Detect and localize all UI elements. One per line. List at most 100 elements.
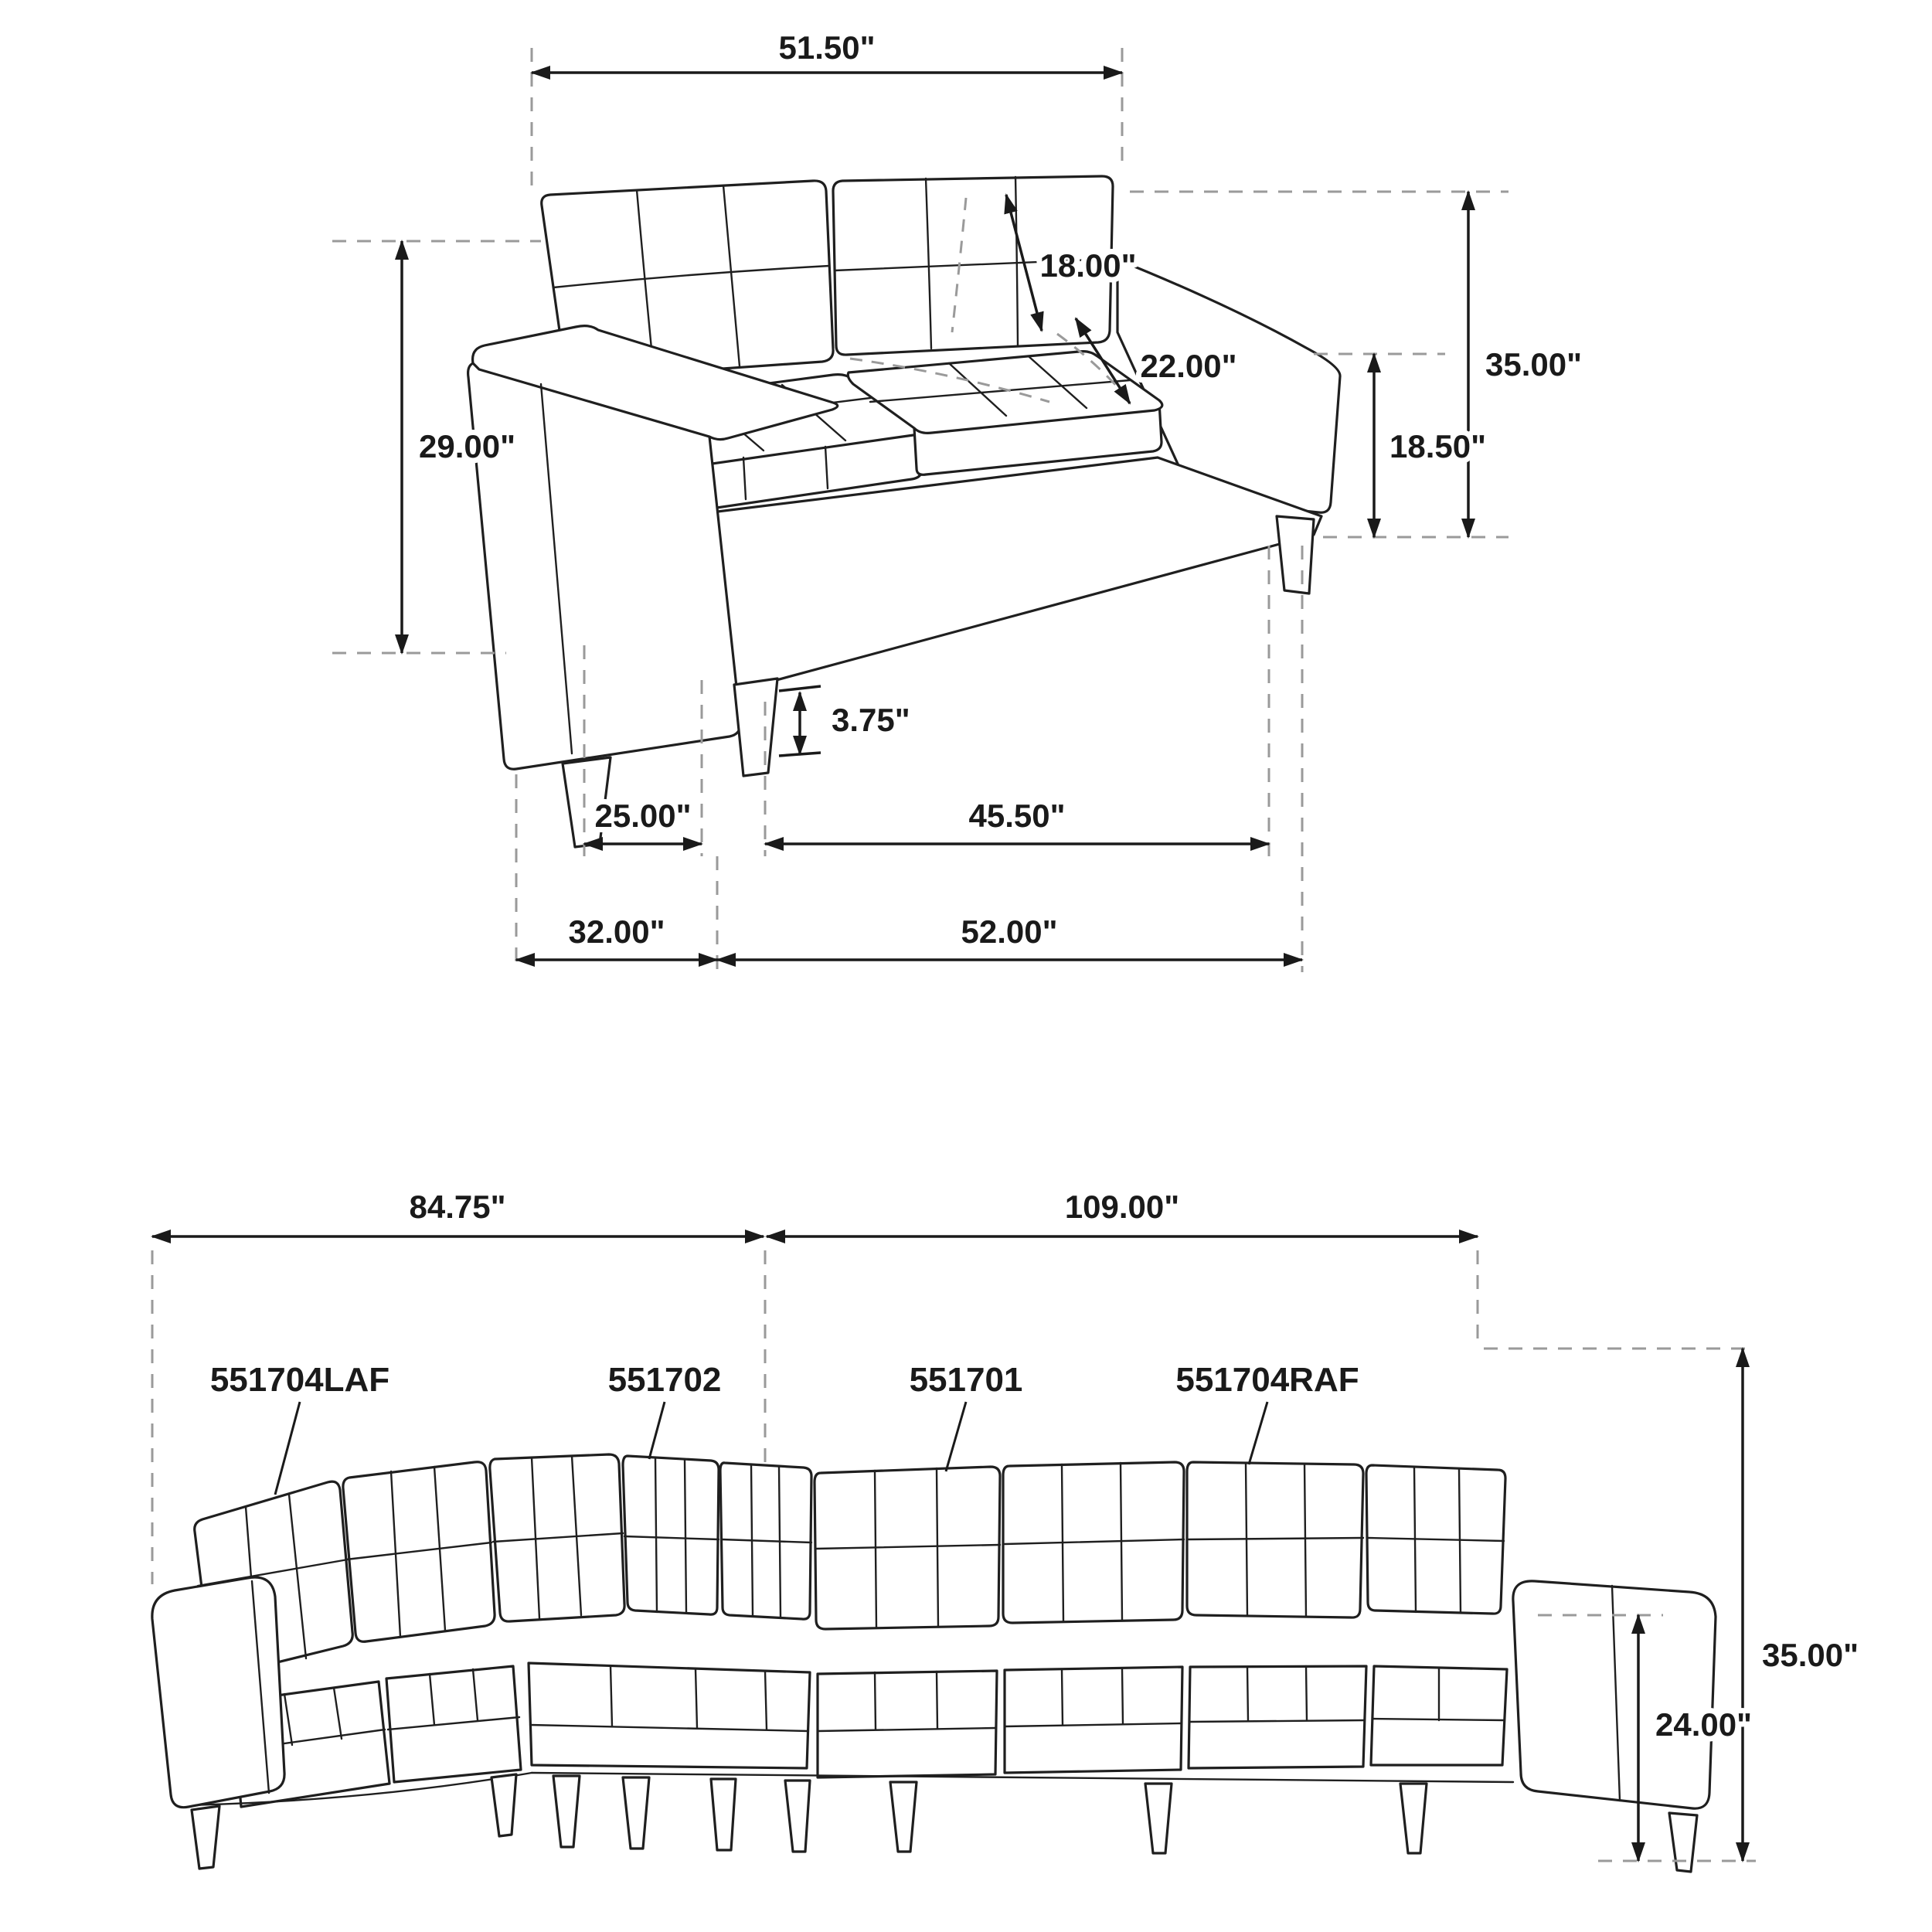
leader-line	[944, 1401, 968, 1472]
tuft-line	[471, 1668, 479, 1722]
dim-label-seat-depth: 22.00"	[1140, 348, 1236, 384]
tuft-line	[1060, 1668, 1064, 1726]
leg	[889, 1781, 918, 1853]
tuft-line	[552, 264, 831, 289]
dimension-seat-front-width: 45.50"	[764, 546, 1270, 856]
arm-edge-line	[250, 1580, 270, 1794]
leader-line	[274, 1401, 301, 1495]
leg	[190, 1804, 221, 1870]
tuft-line	[833, 257, 1112, 272]
corner-seat	[527, 1662, 811, 1770]
leg	[1275, 515, 1315, 595]
sectional-body	[151, 1453, 1717, 1873]
dim-label-arm-front: 25.00"	[594, 798, 691, 834]
dimension-arm-height: 24.00"	[1538, 1614, 1757, 1862]
dim-label-base-depth: 32.00"	[568, 913, 665, 950]
tuft-line	[720, 1538, 813, 1544]
tuft-line	[1189, 1719, 1366, 1723]
arm-top-band	[471, 325, 839, 441]
tuft-line	[764, 1669, 768, 1731]
dimension-leg-height: 3.75"	[778, 685, 916, 757]
tuft-line	[1003, 1538, 1185, 1546]
tuft-line	[924, 177, 933, 350]
tuft-line	[816, 1726, 997, 1733]
base-line	[184, 1771, 533, 1807]
dimension-seat-height: 18.50"	[1314, 352, 1492, 539]
tuft-line	[694, 1668, 699, 1730]
tuft-line	[1303, 1462, 1308, 1618]
tuft-line	[530, 1456, 541, 1620]
hidden-line	[951, 197, 968, 333]
tuft-line	[332, 1686, 343, 1740]
tuft-line	[386, 1716, 521, 1731]
tuft-line	[683, 1458, 688, 1614]
dim-label-back-cushion: 18.00"	[1039, 247, 1136, 284]
loveseat-legs	[561, 515, 1315, 849]
tuft-line	[873, 1469, 878, 1629]
sectional-part-labels: 551704LAF 551702 551701 551704RAF	[205, 1355, 1365, 1495]
dimension-back-cushion: 18.00"	[1004, 193, 1142, 332]
leg	[1668, 1811, 1699, 1873]
tuft-line	[815, 1543, 1002, 1550]
leader-line	[648, 1401, 666, 1460]
tuft-line	[873, 1671, 877, 1731]
arm-outline	[151, 1576, 286, 1809]
dim-label-arm-height: 24.00"	[1655, 1706, 1752, 1743]
arm-edge-line	[1611, 1584, 1621, 1802]
leg	[1399, 1782, 1428, 1855]
cushion-outline	[1187, 1665, 1368, 1770]
dim-line	[1074, 317, 1131, 405]
cushion-outline	[813, 1465, 1002, 1631]
part-label-laf: 551704LAF	[210, 1361, 389, 1399]
dim-label-overall-height: 35.00"	[1485, 346, 1582, 383]
tick-line	[778, 685, 821, 692]
tuft-line	[654, 1457, 658, 1614]
part-label-armless: 551701	[910, 1361, 1023, 1399]
cushion-outline	[540, 179, 835, 380]
tuft-line	[623, 1535, 720, 1541]
left-arm	[467, 325, 839, 770]
tuft-line	[1366, 1536, 1505, 1543]
leg	[490, 1773, 518, 1838]
leg	[733, 677, 779, 777]
loveseat-dimensions: 51.50" 18.00" 22.00" 35.00" 18.50"	[332, 24, 1587, 972]
part-label-corner: 551702	[608, 1361, 722, 1399]
dimension-arm-front: 25.00"	[583, 645, 703, 856]
part-label-raf: 551704RAF	[1175, 1361, 1359, 1399]
tuft-line	[1304, 1665, 1308, 1722]
cushion-outline	[816, 1669, 998, 1779]
tuft-line	[1003, 1722, 1182, 1728]
tuft-line	[1458, 1468, 1462, 1614]
hidden-line	[849, 357, 1050, 403]
sectional-base	[184, 1771, 1515, 1807]
corner-back-cushions	[621, 1454, 813, 1621]
tuft-line	[722, 184, 741, 368]
right-seat-cushions	[816, 1665, 1509, 1779]
dimension-back-height: 29.00"	[332, 240, 541, 655]
dim-line	[1004, 193, 1044, 332]
dimension-base-depth: 32.00"	[515, 774, 719, 972]
tuft-line	[824, 445, 829, 490]
dim-label-seat-front-width: 45.50"	[968, 798, 1065, 834]
tuft-line	[1121, 1667, 1124, 1726]
leg	[1144, 1782, 1173, 1855]
base-line	[530, 1771, 1515, 1784]
leg	[621, 1776, 651, 1850]
dimension-overall-depth: 52.00"	[716, 546, 1304, 972]
back-cushion-left	[540, 179, 835, 380]
leg	[709, 1777, 737, 1852]
loveseat-body	[467, 175, 1342, 849]
dimension-left-length: 84.75"	[151, 1183, 767, 1584]
dimension-seat-depth: 22.00"	[1074, 317, 1243, 405]
tuft-line	[947, 362, 1008, 417]
sectional-drawing: 551704LAF 551702 551701 551704RAF 84.75"…	[151, 1183, 1864, 1873]
dim-label-left-length: 84.75"	[409, 1189, 505, 1225]
dim-label-back-width: 51.50"	[778, 29, 875, 66]
sectional-right-arm	[1512, 1580, 1717, 1810]
right-back-cushions	[813, 1461, 1507, 1631]
tuft-line	[1246, 1665, 1250, 1723]
loveseat-drawing: 51.50" 18.00" 22.00" 35.00" 18.50"	[332, 24, 1587, 972]
dimension-right-length: 109.00"	[765, 1183, 1479, 1346]
dimension-sectional-height: 35.00"	[1484, 1347, 1864, 1862]
